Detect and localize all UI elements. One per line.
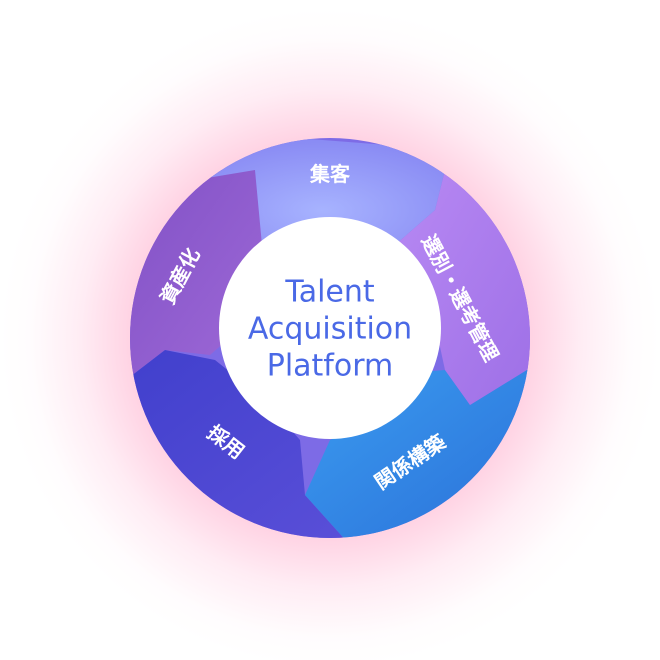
segment-shukyaku [195, 138, 450, 245]
stage-label-shukyaku: 集客 [309, 162, 351, 186]
center-title-line-3: Platform [267, 349, 394, 384]
center-title-line-2: Acquisition [248, 312, 412, 347]
center-title-line-1: Talent [284, 275, 375, 310]
center-circle [219, 217, 441, 439]
